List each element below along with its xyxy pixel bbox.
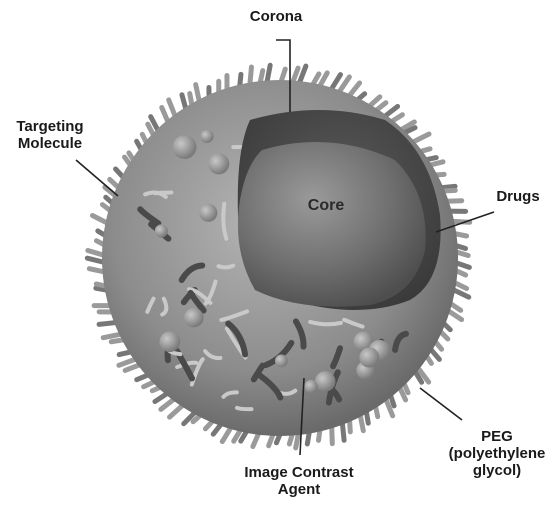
targeting-label-line2: Molecule [6,135,94,152]
contrast-label-line1: Image Contrast [224,464,374,481]
drugs-label-text: Drugs [486,188,550,205]
image-contrast-agent-label: Image Contrast Agent [224,464,374,498]
drugs-label: Drugs [486,188,550,205]
surface-bead [184,308,204,328]
surface-bead [173,135,197,159]
peg-label-line2: (polyethylene [438,445,556,462]
peg-strand [219,266,234,268]
surface-bead [208,153,229,174]
core-sphere [238,142,426,307]
corona-label: Corona [244,8,308,25]
surface-bead [315,371,336,392]
surface-bead [199,204,217,222]
contrast-label-line2: Agent [224,481,374,498]
targeting-label-line1: Targeting [6,118,94,135]
core-label-text: Core [298,197,354,214]
surface-bead [275,354,288,367]
surface-bead [359,348,379,368]
peg-label: PEG (polyethylene glycol) [438,428,556,479]
corona-label-text: Corona [244,8,308,25]
surface-bead [159,331,180,352]
core-label: Core [298,197,354,214]
surface-bead [155,224,168,237]
peg-strand [310,322,341,324]
surface-bead [200,130,213,143]
peg-strand [237,408,251,409]
surface-bead [304,380,318,394]
peg-label-line1: PEG [438,428,556,445]
peg-label-line3: glycol) [438,462,556,479]
targeting-molecule-label: Targeting Molecule [6,118,94,152]
peg-leader-line [420,388,462,420]
